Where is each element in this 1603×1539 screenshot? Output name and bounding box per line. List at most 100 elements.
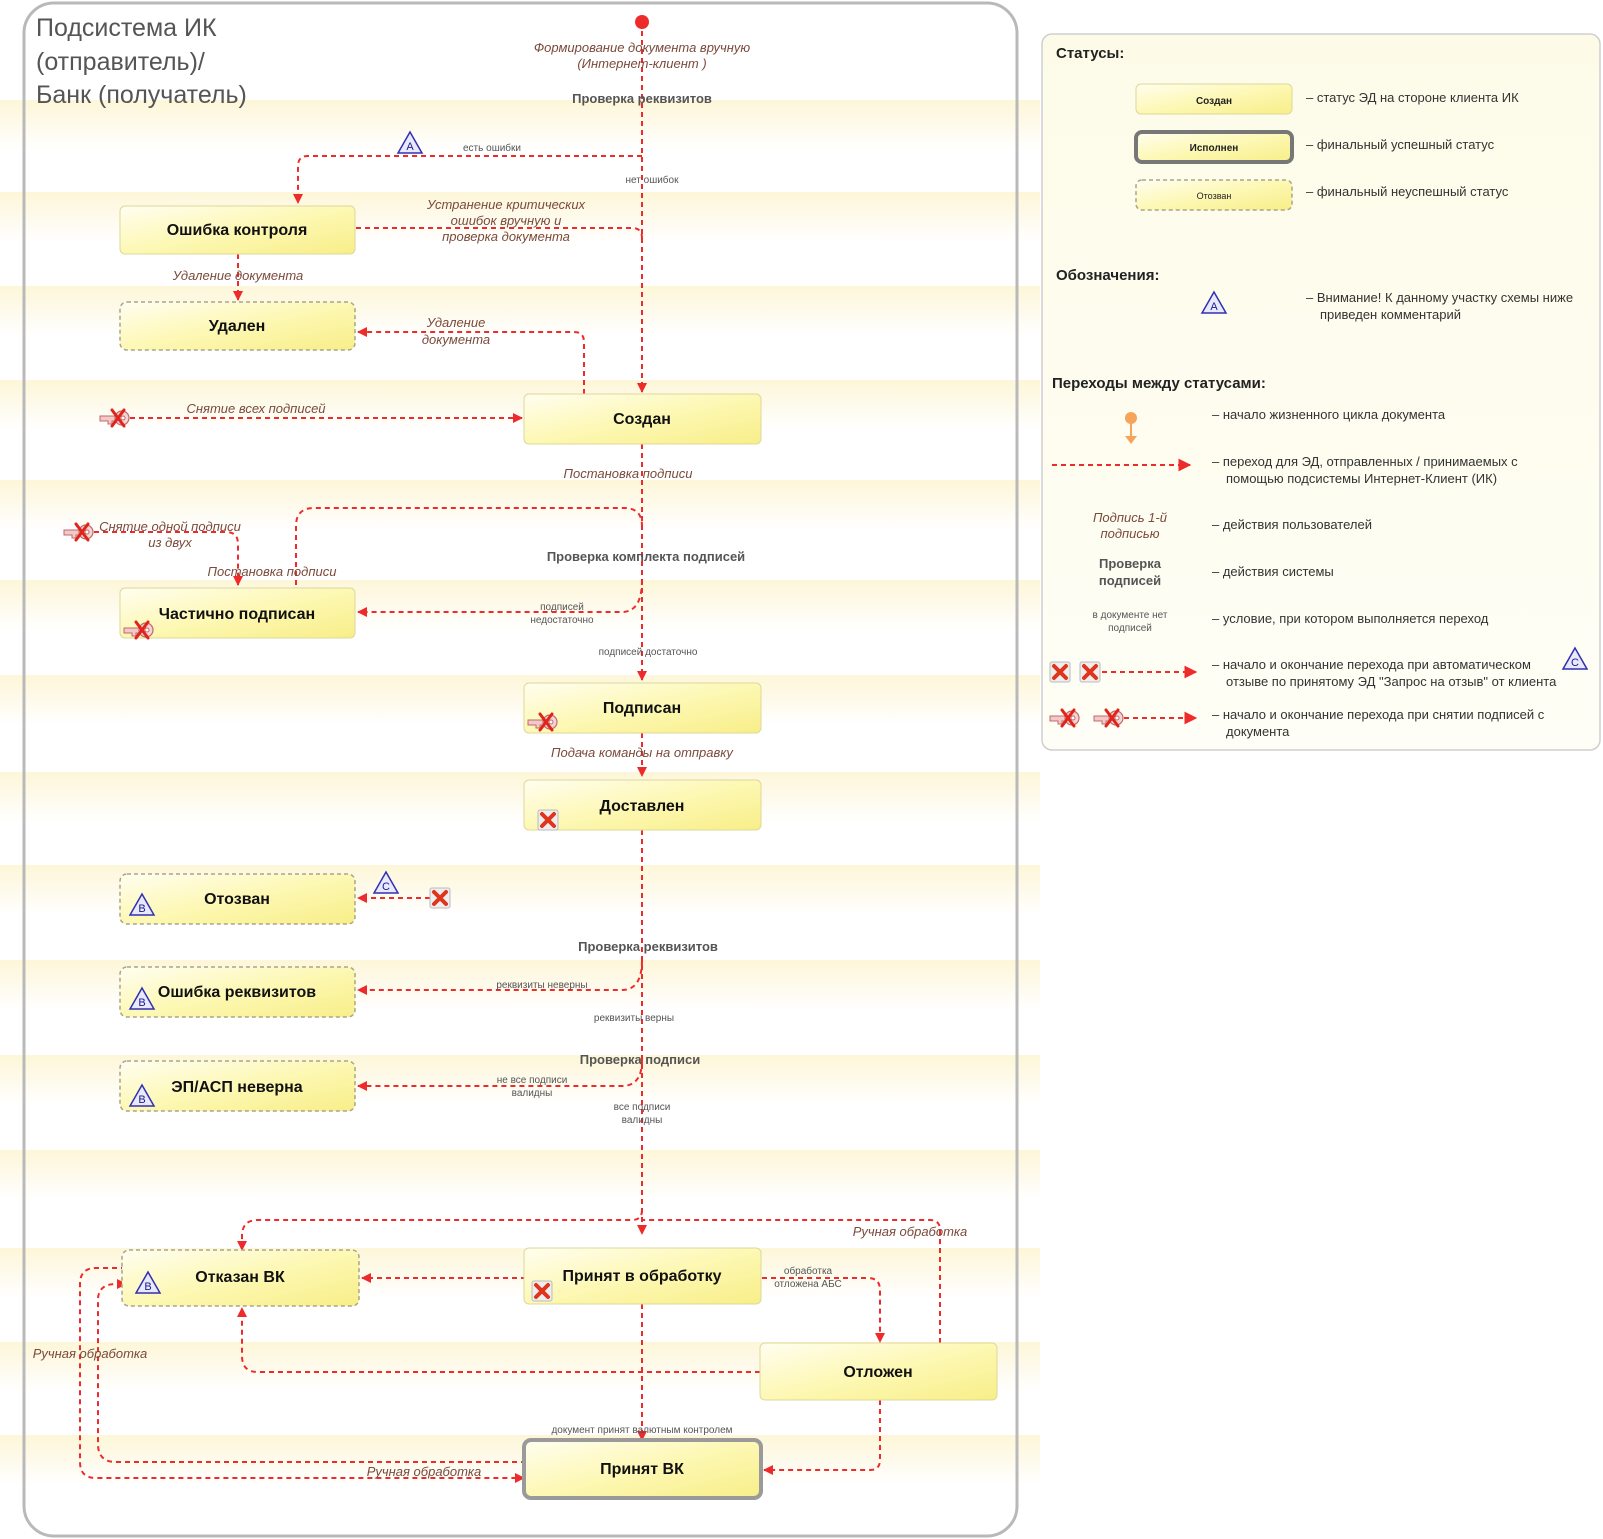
marker-b-icon: B xyxy=(128,986,156,1010)
action-formirovanie-2: (Интернет-клиент ) xyxy=(577,56,706,71)
legend-status-done-desc: – финальный успешный статус xyxy=(1306,137,1495,152)
transition-ruchnaya-2 xyxy=(97,1279,526,1463)
state-otkazan-vk-label: Отказан ВК xyxy=(195,1269,285,1286)
state-chastichno-podpisan[interactable]: Частично подписан xyxy=(119,587,356,640)
legend-user-desc: – действия пользователей xyxy=(1212,517,1372,532)
action-udalenie-1: Удаление документа xyxy=(172,268,303,283)
svg-text:C: C xyxy=(382,881,390,893)
transition-to-ep-neverna xyxy=(357,1059,643,1091)
state-podpisan[interactable]: Подписан xyxy=(523,682,762,734)
transition-postanovka-loop xyxy=(295,507,643,585)
action-ustranenie-1: Устранение критических xyxy=(426,197,586,212)
legend-mark-desc-1: – Внимание! К данному участку схемы ниже xyxy=(1306,290,1573,305)
lane-title-line-1: Подсистема ИК xyxy=(36,14,217,42)
state-ep-neverna-label: ЭП/АСП неверна xyxy=(171,1079,303,1096)
system-proverka-komplekta: Проверка комплекта подписей xyxy=(547,549,745,564)
legend-sys-example-2: подписей xyxy=(1099,573,1161,588)
cond-podpisei-dost: подписей достаточно xyxy=(599,647,698,658)
transition-to-otkazan-vk-top xyxy=(237,1209,643,1251)
action-postanovka-1: Постановка подписи xyxy=(564,466,693,481)
legend-status-created: Создан xyxy=(1196,96,1232,107)
action-podacha: Подача команды на отправку xyxy=(551,745,734,760)
legend-sign-desc-1: – начало и окончание перехода при снятии… xyxy=(1212,707,1545,722)
transition-ruchnaya-1 xyxy=(642,1219,941,1343)
legend-cond-example-2: подписей xyxy=(1108,623,1152,634)
transition-otlozhen-to-otkazan xyxy=(237,1307,760,1373)
state-oshibka-kontrolya[interactable]: Ошибка контроля xyxy=(119,205,356,255)
state-prinyat-vk-label: Принят ВК xyxy=(600,1461,684,1478)
transition-ustranenie xyxy=(356,227,643,239)
lane-title: Подсистема ИК (отправитель)/ Банк (получ… xyxy=(36,14,247,109)
state-otozvan[interactable]: Отозван xyxy=(119,873,356,925)
marker-b-icon: B xyxy=(128,892,156,916)
legend-mark-desc-2: приведен комментарий xyxy=(1320,307,1461,322)
legend-start-desc: – начало жизненного цикла документа xyxy=(1212,407,1446,422)
legend-sys-desc: – действия системы xyxy=(1212,564,1334,579)
legend-sign-desc-2: документа xyxy=(1226,724,1290,739)
legend-transitions-heading: Переходы между статусами: xyxy=(1052,375,1266,392)
state-dostavlen[interactable]: Доставлен xyxy=(523,779,762,832)
auto-revoke-icon xyxy=(428,886,452,910)
action-snyatie-vseh: Снятие всех подписей xyxy=(186,401,325,416)
svg-text:B: B xyxy=(138,903,145,915)
auto-revoke-icon xyxy=(536,808,560,832)
legend-user-example-1: Подпись 1-й xyxy=(1093,510,1167,525)
legend-marker-c-icon: C xyxy=(1561,646,1589,670)
state-otkazan-vk[interactable]: Отказан ВК xyxy=(121,1249,360,1307)
action-postanovka-2: Постановка подписи xyxy=(208,564,337,579)
state-udalen[interactable]: Удален xyxy=(119,301,356,351)
lane-title-line-2: (отправитель)/ xyxy=(36,48,205,76)
transition-to-oshibka-rekv xyxy=(357,959,643,995)
start-point xyxy=(635,15,649,29)
state-prinyat-v-obrabotku[interactable]: Принят в обработку xyxy=(523,1247,762,1305)
svg-text:B: B xyxy=(138,1094,145,1106)
auto-revoke-icon xyxy=(530,1279,554,1303)
marker-a-icon: A xyxy=(396,130,424,154)
system-proverka-rekv-1: Проверка реквизитов xyxy=(572,91,712,106)
transition-ruchnaya-3 xyxy=(79,1267,525,1483)
cond-vse-2: валидны xyxy=(622,1115,663,1126)
state-podpisan-label: Подписан xyxy=(603,700,681,717)
lane-title-line-3: Банк (получатель) xyxy=(36,81,247,109)
svg-text:A: A xyxy=(406,141,414,153)
legend-auto-revoke-start-icon xyxy=(1048,660,1072,684)
legend-sys-example-1: Проверка xyxy=(1099,556,1162,571)
cond-podpisei-nedost-2: недостаточно xyxy=(530,615,594,626)
state-otlozhen[interactable]: Отложен xyxy=(759,1342,998,1401)
action-snyatie-odnoi-2: из двух xyxy=(148,535,192,550)
cond-rekv-neverny: реквизиты неверны xyxy=(496,980,587,991)
state-chastichno-label: Частично подписан xyxy=(159,606,315,623)
cond-est-oshibki: есть ошибки xyxy=(463,142,521,154)
legend-trans-desc-1: – переход для ЭД, отправленных / принима… xyxy=(1212,454,1518,469)
system-labels: Проверка реквизитов Проверка комплекта п… xyxy=(547,91,745,1067)
state-prinyat-obr-label: Принят в обработку xyxy=(563,1268,722,1285)
cond-vse-1: все подписи xyxy=(614,1102,671,1113)
state-oshibka-rekvizitov[interactable]: Ошибка реквизитов xyxy=(119,966,356,1018)
state-sozdan-label: Создан xyxy=(613,411,671,428)
cond-rekv-verny: реквизиты верны xyxy=(594,1013,674,1024)
legend: Статусы: Создан – статус ЭД на стороне к… xyxy=(1041,33,1601,751)
legend-auto-desc-1: – начало и окончание перехода при автома… xyxy=(1212,657,1531,672)
state-oshibka-kontrolya-label: Ошибка контроля xyxy=(167,222,308,239)
legend-trans-desc-2: помощью подсистемы Интернет-Клиент (ИК) xyxy=(1226,471,1497,486)
transition-otlozhen-to-prinyat-vk xyxy=(763,1400,881,1475)
legend-marks-heading: Обозначения: xyxy=(1056,267,1159,284)
state-udalen-label: Удален xyxy=(209,318,266,335)
system-proverka-rekv-2: Проверка реквизитов xyxy=(578,939,718,954)
action-snyatie-odnoi-1: Снятие одной подписи xyxy=(99,519,241,534)
legend-status-revoked-desc: – финальный неуспешный статус xyxy=(1306,184,1509,199)
marker-b-icon: B xyxy=(128,1083,156,1107)
transition-to-oshibka-kontrolya xyxy=(293,155,642,204)
marker-c-icon: C xyxy=(372,870,400,894)
system-proverka-podpisi: Проверка подписи xyxy=(580,1052,701,1067)
marker-b-icon: B xyxy=(134,1270,162,1294)
state-prinyat-vk[interactable]: Принят ВК xyxy=(522,1438,763,1500)
state-sozdan[interactable]: Создан xyxy=(523,393,762,445)
state-otozvan-label: Отозван xyxy=(204,891,270,908)
state-ep-neverna[interactable]: ЭП/АСП неверна xyxy=(119,1060,356,1112)
legend-auto-revoke-end-icon xyxy=(1078,660,1102,684)
action-ruchnaya-2: Ручная обработка xyxy=(33,1346,148,1361)
legend-status-done: Исполнен xyxy=(1190,143,1239,154)
state-otlozhen-label: Отложен xyxy=(843,1364,912,1381)
